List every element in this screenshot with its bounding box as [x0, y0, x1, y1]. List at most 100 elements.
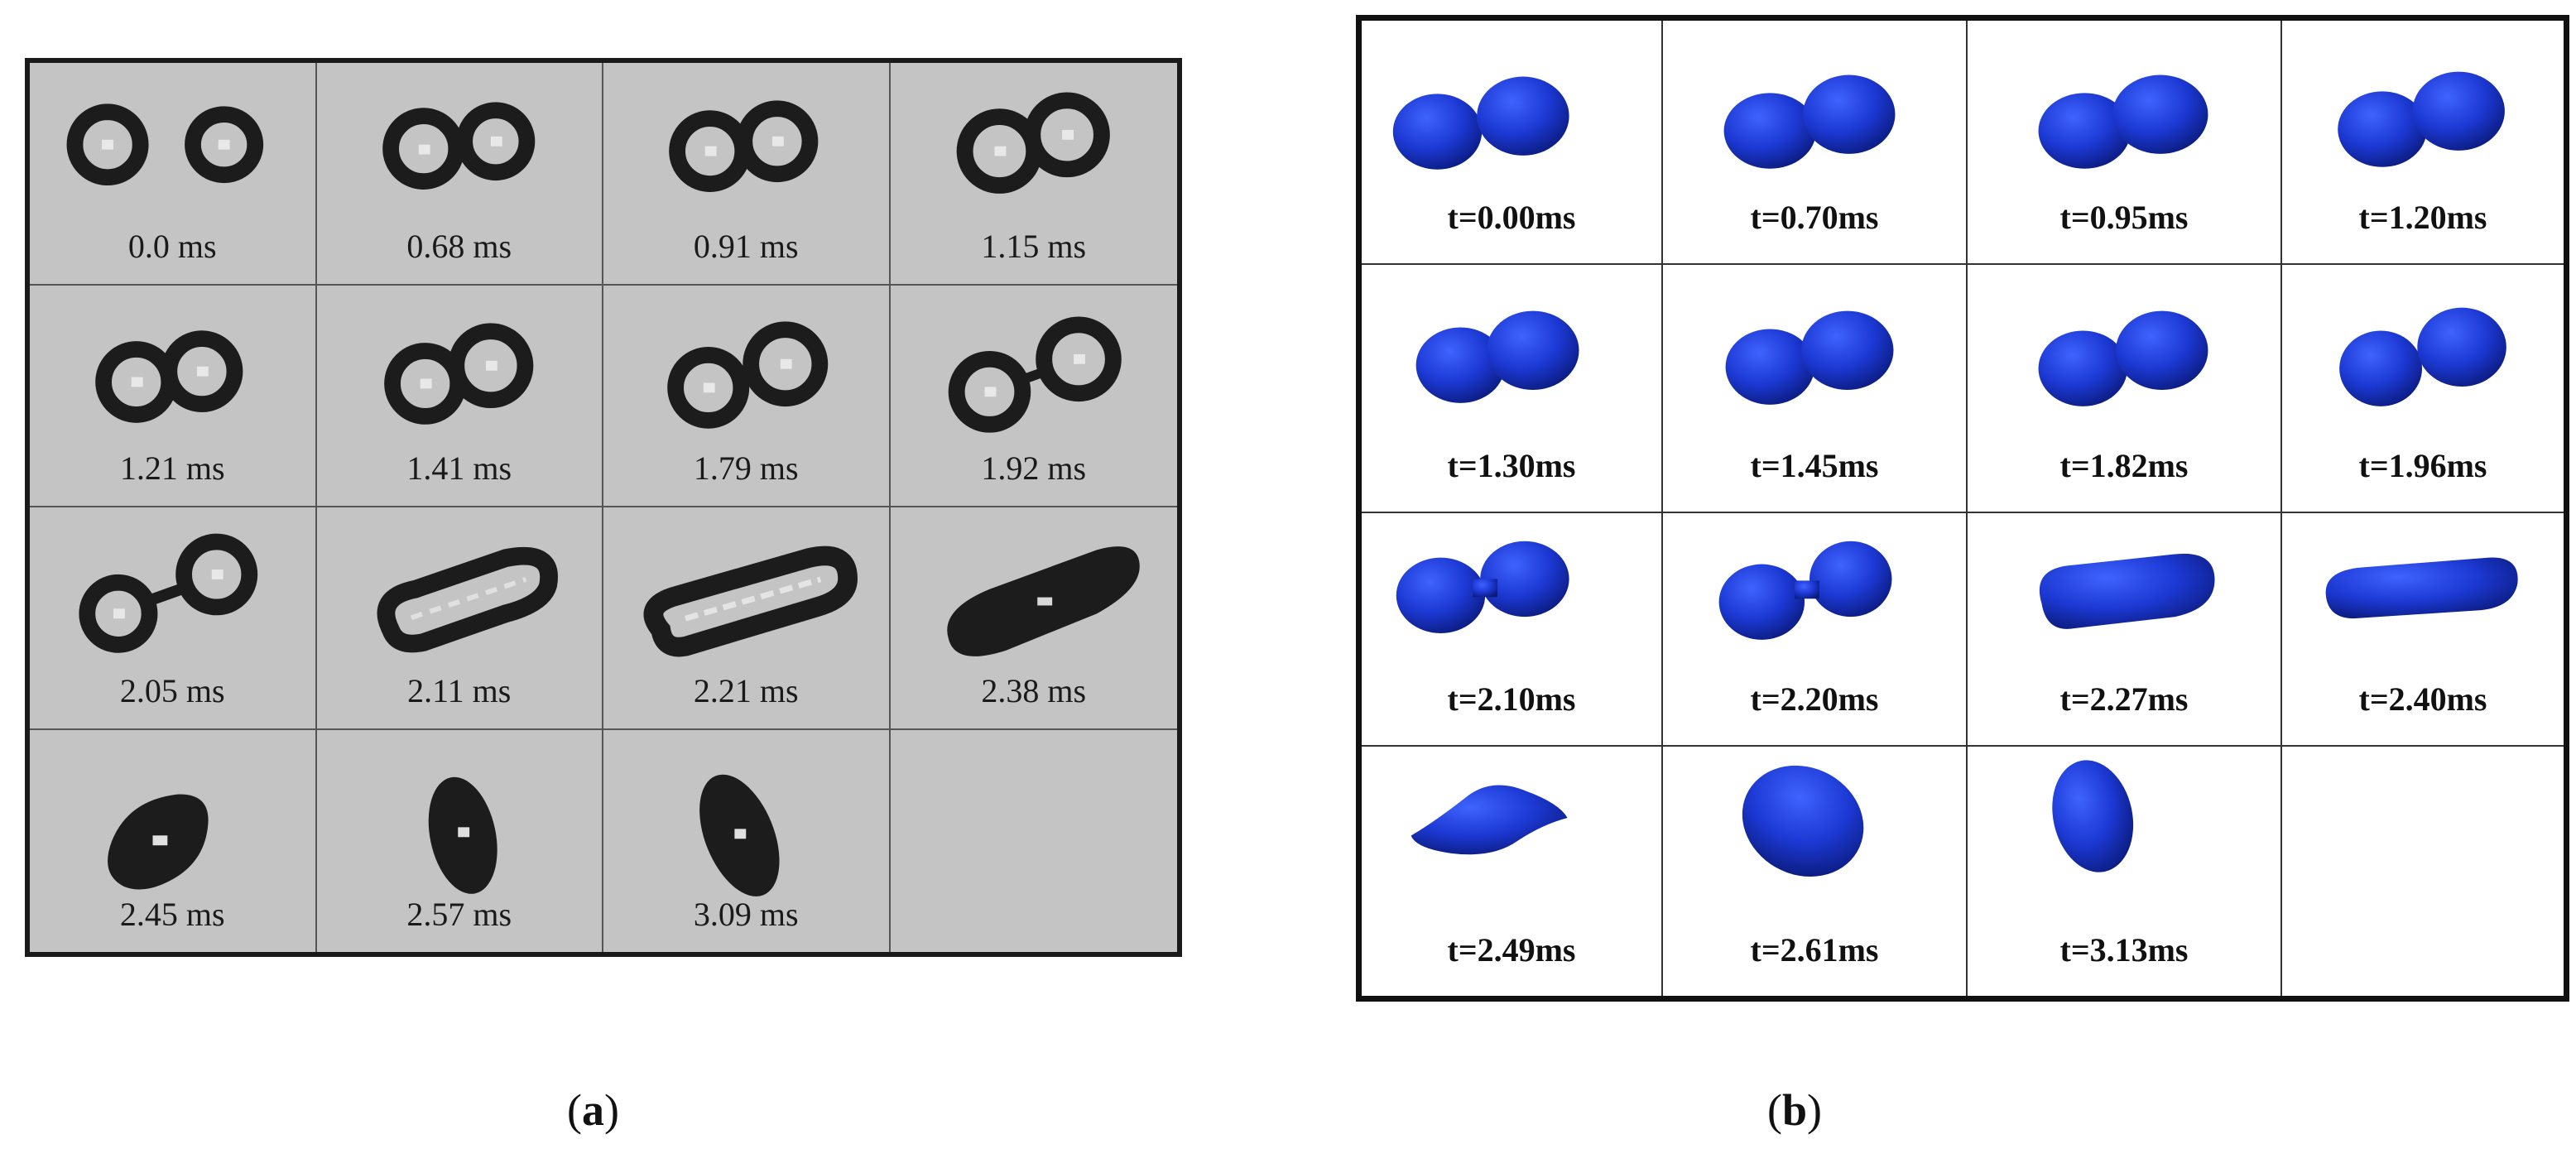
droplet-image	[377, 546, 558, 653]
frame-time-label: 1.15 ms	[981, 227, 1087, 265]
droplet-image	[66, 103, 264, 186]
frame-time-label: t=1.20ms	[2358, 199, 2487, 236]
droplet-image	[1725, 310, 1894, 405]
frame-time-label: t=2.10ms	[1447, 680, 1576, 718]
subfigure-caption-a: (a)	[567, 1084, 619, 1136]
droplet-image	[1411, 785, 1568, 855]
droplet-image	[79, 533, 258, 653]
caption-letter: a	[581, 1085, 604, 1135]
frame-a-10: 2.11 ms	[316, 507, 603, 730]
frame-a-9: 2.05 ms	[30, 507, 317, 730]
droplet-image	[669, 100, 819, 192]
frame-time-label: t=1.96ms	[2358, 447, 2487, 484]
droplet-image	[2038, 75, 2208, 169]
frame-b-11: t=2.27ms	[1968, 513, 2282, 747]
frame-time-label: 1.92 ms	[981, 449, 1087, 487]
frame-b-6: t=1.45ms	[1663, 265, 1968, 513]
panel-a-experimental-frames: 0.0 ms 0.68 ms 0.91 ms	[25, 58, 1182, 957]
frame-b-4: t=1.20ms	[2282, 21, 2564, 265]
frame-a-13: 2.45 ms	[30, 729, 317, 952]
frame-a-3: 0.91 ms	[603, 63, 891, 286]
droplet-image	[2339, 307, 2506, 406]
frame-time-label: t=2.49ms	[1447, 931, 1576, 969]
frame-a-14: 2.57 ms	[317, 729, 603, 952]
droplet-image	[956, 92, 1110, 194]
frame-b-12: t=2.40ms	[2282, 513, 2564, 747]
droplet-image	[667, 320, 829, 429]
frame-b-7: t=1.82ms	[1968, 265, 2282, 513]
frame-time-label: 1.79 ms	[693, 449, 799, 487]
frame-time-label: t=0.70ms	[1750, 199, 1879, 236]
frame-a-8: 1.92 ms	[890, 286, 1177, 507]
frame-b-empty	[2282, 747, 2564, 996]
frame-b-8: t=1.96ms	[2282, 265, 2564, 513]
frame-time-label: t=1.45ms	[1750, 447, 1879, 484]
frame-b-10: t=2.20ms	[1663, 513, 1968, 747]
frame-b-1: t=0.00ms	[1362, 21, 1663, 265]
frame-a-15: 3.09 ms	[603, 729, 891, 952]
frame-time-label: 1.21 ms	[119, 449, 225, 487]
frame-time-label: 3.09 ms	[693, 896, 799, 933]
droplet-image	[2338, 71, 2505, 167]
caption-paren: )	[603, 1085, 619, 1135]
frame-time-label: 1.41 ms	[406, 449, 512, 487]
frame-a-empty	[891, 730, 1178, 953]
droplet-image	[2038, 310, 2208, 406]
droplet-image	[428, 776, 497, 894]
frame-a-7: 1.79 ms	[603, 285, 891, 507]
frame-b-5: t=1.30ms	[1362, 265, 1663, 513]
frame-time-label: 0.68 ms	[406, 227, 512, 265]
frame-a-1: 0.0 ms	[30, 63, 317, 286]
frame-time-label: 0.0 ms	[127, 227, 217, 265]
droplet-image	[1415, 310, 1579, 403]
frame-time-label: t=2.20ms	[1750, 680, 1879, 718]
frame-a-6: 1.41 ms	[316, 285, 603, 507]
frame-b-15: t=3.13ms	[1968, 747, 2282, 996]
frame-b-14: t=2.61ms	[1663, 747, 1968, 996]
frame-time-label: t=0.95ms	[2059, 199, 2189, 236]
frame-a-11: 2.21 ms	[603, 507, 891, 730]
droplet-image	[95, 329, 243, 423]
droplet-image	[699, 774, 780, 896]
frame-time-label: 2.05 ms	[119, 671, 225, 709]
frame-time-label: t=2.27ms	[2059, 680, 2189, 718]
droplet-image	[1392, 76, 1569, 170]
frame-b-9: t=2.10ms	[1362, 513, 1663, 747]
frame-time-label: 2.11 ms	[407, 671, 512, 709]
frame-time-label: t=2.61ms	[1750, 931, 1879, 969]
droplet-image	[2039, 553, 2215, 629]
droplet-image	[946, 546, 1140, 656]
frame-a-4: 1.15 ms	[890, 63, 1177, 286]
frame-time-label: t=3.13ms	[2059, 931, 2189, 969]
caption-paren: )	[1807, 1085, 1823, 1135]
droplet-image	[643, 546, 858, 657]
caption-paren: (	[1767, 1085, 1782, 1135]
frame-a-5: 1.21 ms	[30, 285, 317, 507]
droplet-image	[2052, 760, 2134, 872]
droplet-image	[108, 793, 209, 889]
droplet-image	[2325, 557, 2518, 619]
subfigure-caption-b: (b)	[1767, 1084, 1822, 1136]
droplet-image	[382, 102, 535, 190]
frame-time-label: 2.21 ms	[693, 671, 799, 709]
panel-b-simulation-frames: t=0.00ms t=0.70ms t=0.95ms t=1.20ms t=1.…	[1356, 15, 2569, 1002]
frame-b-3: t=0.95ms	[1968, 21, 2282, 265]
droplet-image	[383, 322, 533, 425]
frame-time-label: t=0.00ms	[1447, 199, 1576, 236]
frame-time-label: 2.45 ms	[119, 896, 225, 933]
droplet-image	[948, 316, 1122, 433]
caption-letter: b	[1781, 1085, 1808, 1135]
droplet-image	[1723, 75, 1896, 169]
frame-a-12: 2.38 ms	[890, 507, 1177, 730]
frame-time-label: 0.91 ms	[693, 227, 799, 265]
frame-time-label: t=1.30ms	[1447, 447, 1576, 484]
frame-time-label: 2.57 ms	[406, 896, 512, 933]
caption-paren: (	[567, 1085, 582, 1135]
frame-b-2: t=0.70ms	[1663, 21, 1968, 265]
frame-b-13: t=2.49ms	[1362, 747, 1663, 996]
droplet-image	[1742, 765, 1864, 877]
frame-a-2: 0.68 ms	[316, 63, 603, 286]
droplet-image	[1396, 541, 1569, 633]
frame-time-label: t=1.82ms	[2059, 447, 2189, 484]
droplet-image	[1718, 541, 1892, 640]
